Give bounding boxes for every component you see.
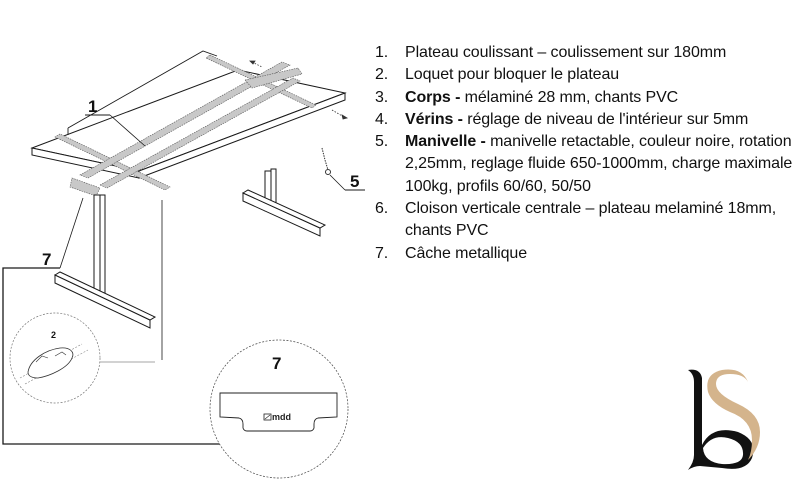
legend-item-2: 2.Loquet pour bloquer le plateau [375,66,620,84]
legend-item-4: 4.Vérins - réglage de niveau de l'intéri… [375,110,749,128]
svg-text:mdd: mdd [272,412,291,422]
slide-left-arrow [249,60,256,65]
legend-item-3: 3.Corps - mélaminé 28 mm, chants PVC [375,88,679,106]
svg-text:7: 7 [272,354,281,373]
desk-frame [54,54,317,197]
desk-legs [53,168,327,360]
callout-5: 5 [329,172,365,191]
legend-item-7: 7.Câche metallique [375,244,528,262]
legend-item-5: 5.Manivelle - manivelle retactable, coul… [375,133,793,195]
legend-list: 1.Plateau coulissant – coulissement sur … [375,42,795,265]
callout-1: 1 [85,97,146,147]
svg-text:2: 2 [51,330,56,340]
legend-item-1: 1.Plateau coulissant – coulissement sur … [375,44,727,61]
desk-top [30,69,347,179]
callout-7: 7 [2,197,220,445]
detail-7-metal-cover: 7 mdd [209,339,349,479]
crank-handle [321,147,331,175]
sliding-plateau [67,50,218,135]
legend-item-6: 6.Cloison verticale centrale – plateau m… [375,200,777,240]
svg-text:5: 5 [350,172,359,191]
svg-text:1: 1 [88,97,97,116]
detail-2-latch: 2 [9,312,155,404]
slide-arrows [249,60,349,120]
bs-logo [688,369,760,470]
svg-text:7: 7 [42,250,51,269]
slide-right-arrow [341,114,349,120]
